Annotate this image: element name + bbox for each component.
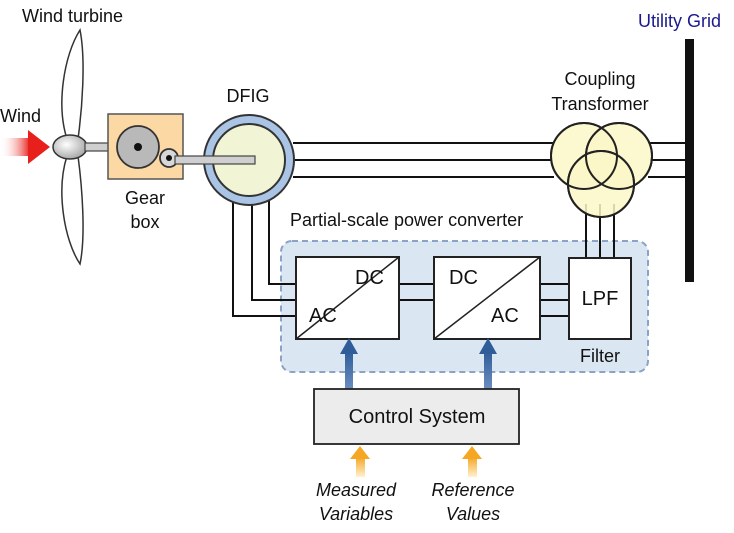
measured-label-line1: Measured bbox=[316, 480, 397, 500]
coupling-label-line1: Coupling bbox=[564, 69, 635, 89]
lpf-wires bbox=[540, 283, 569, 317]
wind-label: Wind bbox=[0, 106, 41, 126]
utility-grid-bus bbox=[685, 39, 694, 282]
lpf-label: LPF bbox=[582, 288, 619, 310]
converter1-dc-label: DC bbox=[355, 267, 384, 289]
stator-lines bbox=[293, 142, 554, 178]
lpf-box bbox=[568, 257, 632, 340]
wind-turbine-label: Wind turbine bbox=[22, 6, 123, 26]
filter-label: Filter bbox=[580, 346, 620, 366]
control-arrow-rectifier bbox=[340, 338, 358, 390]
gearbox-label-line1: Gear bbox=[125, 188, 165, 208]
reference-label-line1: Reference bbox=[431, 480, 514, 500]
measured-label-line2: Variables bbox=[319, 504, 393, 524]
control-system-label: Control System bbox=[349, 406, 486, 428]
dfig-label: DFIG bbox=[227, 86, 270, 106]
converter-inverter: DC AC bbox=[433, 256, 541, 340]
coupling-transformer bbox=[550, 122, 653, 218]
gear-small-center bbox=[166, 155, 172, 161]
reference-label-line2: Values bbox=[446, 504, 500, 524]
utility-grid-label: Utility Grid bbox=[638, 11, 721, 31]
gearbox-label-line2: box bbox=[130, 212, 159, 232]
converter-title: Partial-scale power converter bbox=[290, 210, 523, 230]
gear-large-center bbox=[134, 143, 142, 151]
coupling-label-line2: Transformer bbox=[551, 94, 648, 114]
dfig-shaft bbox=[174, 155, 256, 165]
coupling-transformer-outlines bbox=[550, 122, 653, 218]
turbine-blades bbox=[61, 28, 84, 266]
converter1-ac-label: AC bbox=[309, 305, 337, 327]
turbine-hub bbox=[52, 134, 88, 160]
control-system-box bbox=[313, 388, 520, 445]
converter-rectifier: DC AC bbox=[295, 256, 400, 340]
grid-lines bbox=[648, 142, 690, 178]
converter2-dc-label: DC bbox=[449, 267, 478, 289]
converter2-ac-label: AC bbox=[491, 305, 519, 327]
dc-link bbox=[399, 283, 434, 301]
rotor-wires bbox=[232, 200, 296, 317]
control-arrow-inverter bbox=[479, 338, 497, 390]
wind-arrow bbox=[0, 130, 50, 164]
reference-input-arrow bbox=[462, 446, 482, 477]
measured-input-arrow bbox=[350, 446, 370, 477]
